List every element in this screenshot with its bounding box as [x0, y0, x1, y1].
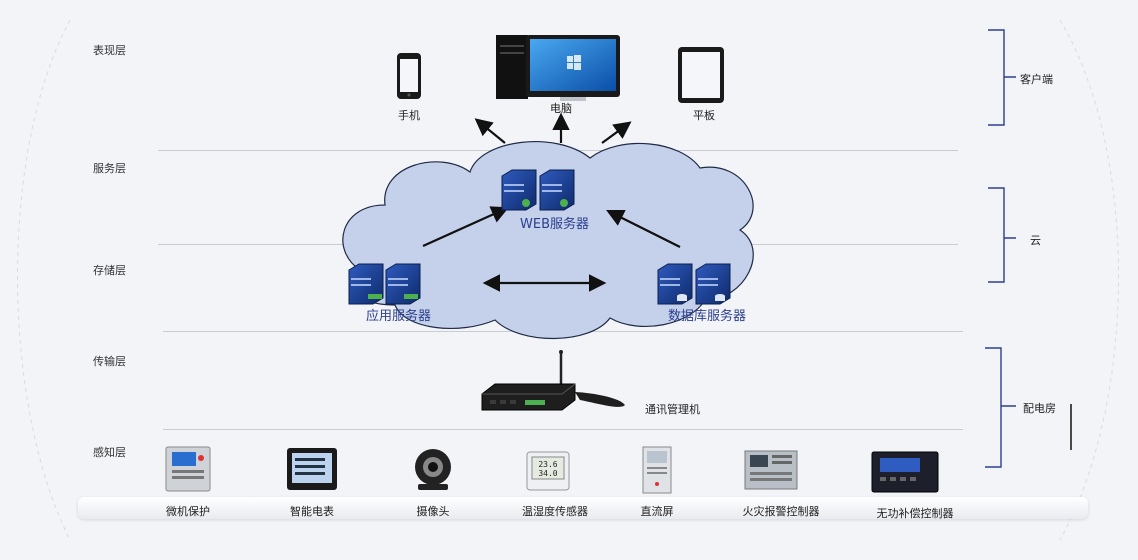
dc-panel-icon: [642, 446, 672, 494]
computer-icon: [496, 35, 620, 101]
field-device-label: 火灾报警控制器: [742, 505, 820, 518]
field-device-label: 摄像头: [416, 505, 450, 518]
relay-protection-icon: [165, 446, 211, 492]
gateway-label: 通讯管理机: [645, 403, 700, 416]
client-label-tablet: 平板: [693, 109, 715, 122]
device-base-bar: [78, 497, 1088, 519]
cloud-bracket-label: 云: [1030, 234, 1041, 247]
camera-icon: [415, 449, 451, 490]
field-device-label: 微机保护: [166, 505, 210, 518]
database-server-icon: [657, 263, 731, 305]
sensor-reading-2: 34.0: [538, 469, 557, 478]
client-bracket: [988, 29, 1016, 126]
gateway-device-icon: [481, 350, 625, 411]
reactive-compensation-controller-icon: [871, 451, 939, 493]
temperature-humidity-sensor-icon: 23.6 34.0: [526, 451, 570, 491]
layer-label-storage: 存储层: [93, 264, 126, 277]
client-label-computer: 电脑: [550, 102, 572, 115]
client-bracket-label: 客户端: [1020, 73, 1053, 86]
tablet-icon: [678, 47, 724, 103]
field-device-label: 直流屏: [640, 505, 674, 518]
cloud-shape: [342, 141, 754, 340]
separator-transport-perception: [163, 429, 963, 430]
field-device-label: 智能电表: [290, 505, 334, 518]
field-device-label: 温湿度传感器: [522, 505, 588, 518]
cloud-bracket: [988, 187, 1016, 283]
phone-icon: [397, 53, 421, 99]
substation-bracket-label: 配电房: [1023, 402, 1056, 415]
fire-alarm-controller-icon: [744, 450, 798, 490]
application-server-label: 应用服务器: [366, 309, 432, 324]
application-server-icon: [348, 263, 421, 305]
layer-label-service: 服务层: [93, 162, 126, 175]
web-server-label: WEB服务器: [520, 217, 589, 232]
database-server-label: 数据库服务器: [668, 309, 747, 324]
substation-bracket: [985, 347, 1016, 468]
layer-label-presentation: 表现层: [93, 44, 126, 57]
smart-meter-icon: [287, 448, 337, 490]
layer-label-transport: 传输层: [93, 355, 126, 368]
layer-label-perception: 感知层: [93, 446, 126, 459]
web-server-icon: [501, 169, 575, 211]
sensor-reading-1: 23.6: [538, 460, 557, 469]
client-label-phone: 手机: [398, 109, 420, 122]
field-device-label: 无功补偿控制器: [876, 507, 954, 520]
